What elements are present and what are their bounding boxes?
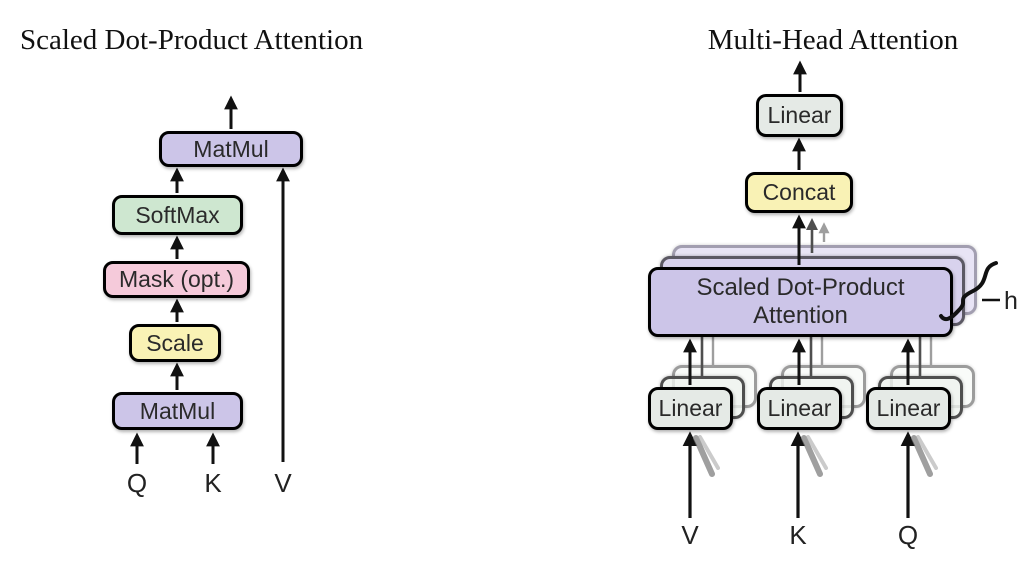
concat-box: Concat xyxy=(745,172,853,213)
linear-out-box: Linear xyxy=(756,94,843,137)
attention-box-line2: Attention xyxy=(753,302,848,329)
linear-q-box: Linear xyxy=(866,387,951,430)
heads-brace-squiggle xyxy=(939,261,998,322)
softmax-box: SoftMax xyxy=(112,195,243,235)
mask-label: Mask (opt.) xyxy=(118,266,235,293)
sdpa-title: Scaled Dot-Product Attention xyxy=(20,24,364,56)
matmul-top-label: MatMul xyxy=(193,135,269,162)
attention-box-line1: Scaled Dot-Product xyxy=(696,274,905,302)
mask-box: Mask (opt.) xyxy=(103,261,250,298)
k-input-label: K xyxy=(204,468,222,498)
matmul-top-box: MatMul xyxy=(159,131,303,167)
linear-out-label: Linear xyxy=(767,102,832,129)
concat-label: Concat xyxy=(762,179,836,206)
mha-diagram-arrows xyxy=(682,60,938,518)
mha-title: Multi-Head Attention xyxy=(707,24,959,56)
matmul-bottom-box: MatMul xyxy=(112,392,243,430)
v-input-label: V xyxy=(274,468,292,498)
q-input-label-mha: Q xyxy=(897,520,919,550)
input-arrow-shadows xyxy=(693,435,938,477)
sdpa-diagram-arrows xyxy=(130,95,290,464)
scale-label: Scale xyxy=(146,329,204,356)
linear-q-label: Linear xyxy=(876,395,941,422)
linear-v-label: Linear xyxy=(658,395,723,422)
k-input-label-mha: K xyxy=(789,520,807,550)
scale-box: Scale xyxy=(129,324,221,362)
linear-k-box: Linear xyxy=(757,387,842,430)
scaled-dot-product-attention-box: Scaled Dot-Product Attention xyxy=(648,267,953,337)
linear-k-label: Linear xyxy=(767,395,832,422)
linear-v-box: Linear xyxy=(648,387,733,430)
heads-count-label: h xyxy=(1004,287,1018,315)
softmax-label: SoftMax xyxy=(135,201,220,228)
v-input-label-mha: V xyxy=(681,520,699,550)
matmul-bottom-label: MatMul xyxy=(139,397,216,424)
q-input-label: Q xyxy=(126,468,148,498)
